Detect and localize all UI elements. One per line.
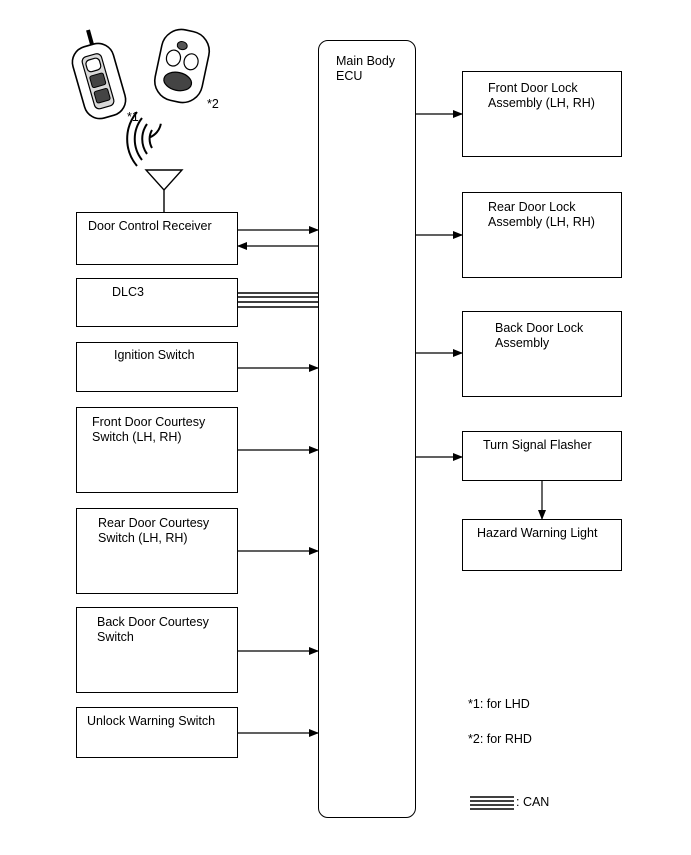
hazard-warning-light-box: Hazard Warning Light [462, 519, 622, 571]
main-body-ecu-box: Main Body ECU [318, 40, 416, 818]
turn-signal-flasher-label: Turn Signal Flasher [483, 438, 592, 452]
can-legend-label: : CAN [516, 795, 550, 809]
main-body-ecu-label: Main Body ECU [336, 54, 396, 83]
can-bus-line [238, 292, 318, 308]
rhd-mark: *2 [207, 97, 219, 111]
rear-door-lock-assembly-label: Rear Door Lock Assembly (LH, RH) [488, 200, 595, 229]
dlc3-label: DLC3 [112, 285, 144, 299]
rear-door-courtesy-switch-label: Rear Door Courtesy Switch (LH, RH) [98, 516, 210, 545]
ignition-switch-label: Ignition Switch [114, 348, 195, 362]
back-door-courtesy-switch-label: Back Door Courtesy Switch [97, 615, 209, 644]
dlc3-box: DLC3 [76, 278, 238, 327]
ignition-switch-box: Ignition Switch [76, 342, 238, 392]
turn-signal-flasher-box: Turn Signal Flasher [462, 431, 622, 481]
door-control-receiver-box: Door Control Receiver [76, 212, 238, 265]
rhd-key-transmitter-icon [153, 28, 211, 104]
radio-waves-icon [126, 111, 162, 167]
front-door-lock-assembly-label: Front Door Lock Assembly (LH, RH) [488, 81, 595, 110]
can-legend-symbol [470, 796, 514, 810]
hazard-warning-light-label: Hazard Warning Light [477, 526, 598, 540]
front-door-courtesy-switch-label: Front Door Courtesy Switch (LH, RH) [92, 415, 206, 444]
rear-door-lock-assembly-box: Rear Door Lock Assembly (LH, RH) [462, 192, 622, 278]
rear-door-courtesy-switch-box: Rear Door Courtesy Switch (LH, RH) [76, 508, 238, 594]
front-door-courtesy-switch-box: Front Door Courtesy Switch (LH, RH) [76, 407, 238, 493]
note-lhd: *1: for LHD [468, 697, 530, 711]
unlock-warning-switch-box: Unlock Warning Switch [76, 707, 238, 758]
back-door-lock-assembly-label: Back Door Lock Assembly [495, 321, 584, 350]
back-door-lock-assembly-box: Back Door Lock Assembly [462, 311, 622, 397]
front-door-lock-assembly-box: Front Door Lock Assembly (LH, RH) [462, 71, 622, 157]
lhd-mark: *1 [127, 110, 139, 124]
unlock-warning-switch-label: Unlock Warning Switch [87, 714, 216, 728]
antenna-icon [144, 169, 184, 213]
door-control-receiver-label: Door Control Receiver [88, 219, 212, 233]
lhd-key-transmitter-icon [71, 29, 127, 120]
back-door-courtesy-switch-box: Back Door Courtesy Switch [76, 607, 238, 693]
note-rhd: *2: for RHD [468, 732, 532, 746]
